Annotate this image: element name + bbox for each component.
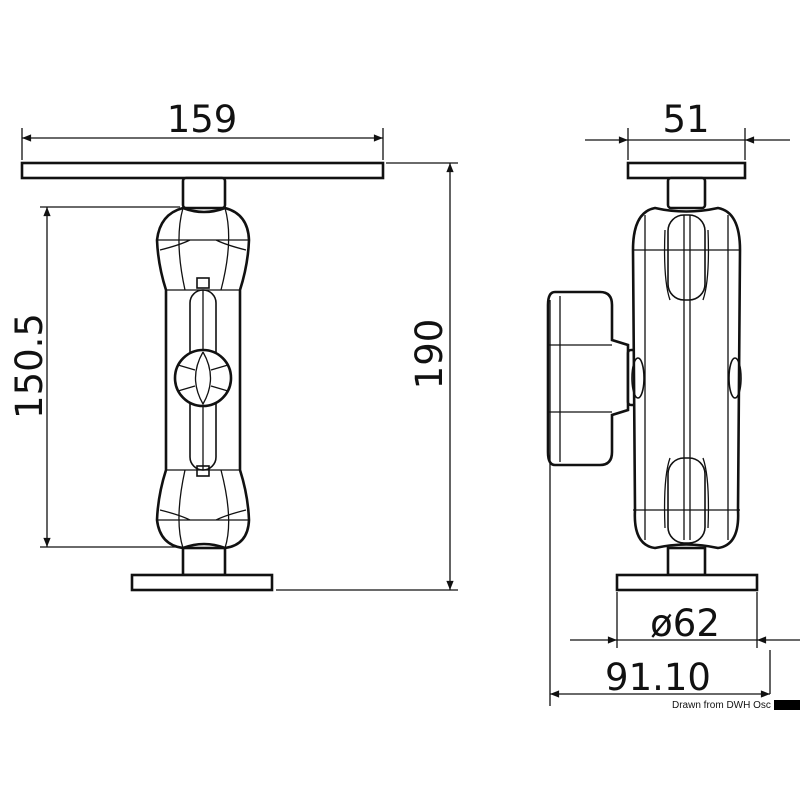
watermark-redaction: [774, 700, 800, 710]
dimension-label: 159: [167, 98, 238, 141]
dimension-diameter-62: ø62: [570, 592, 800, 648]
dimension-label: 91.10: [605, 656, 711, 699]
dimension-label: 190: [408, 319, 451, 390]
side-base-plate: [615, 573, 759, 592]
side-view: [546, 161, 759, 592]
top-stem: [181, 176, 227, 210]
dimension-label: 51: [662, 98, 709, 141]
base-plate: [130, 573, 274, 592]
dimension-150-5: 150.5: [8, 206, 180, 548]
center-joint: [173, 348, 233, 408]
dimension-190: 190: [276, 162, 458, 591]
side-top-plate: [626, 161, 747, 180]
side-knob: [546, 290, 630, 467]
bottom-stem: [181, 546, 227, 577]
front-view: [20, 161, 385, 592]
dimension-159: 159: [21, 98, 384, 160]
dimension-51: 51: [585, 98, 790, 160]
dimension-label: ø62: [650, 602, 720, 645]
dimension-91-10: 91.10: [549, 300, 771, 706]
dimension-label: 150.5: [8, 313, 51, 419]
watermark: Drawn from DWH Osc: [672, 700, 771, 711]
top-plate: [20, 161, 385, 180]
